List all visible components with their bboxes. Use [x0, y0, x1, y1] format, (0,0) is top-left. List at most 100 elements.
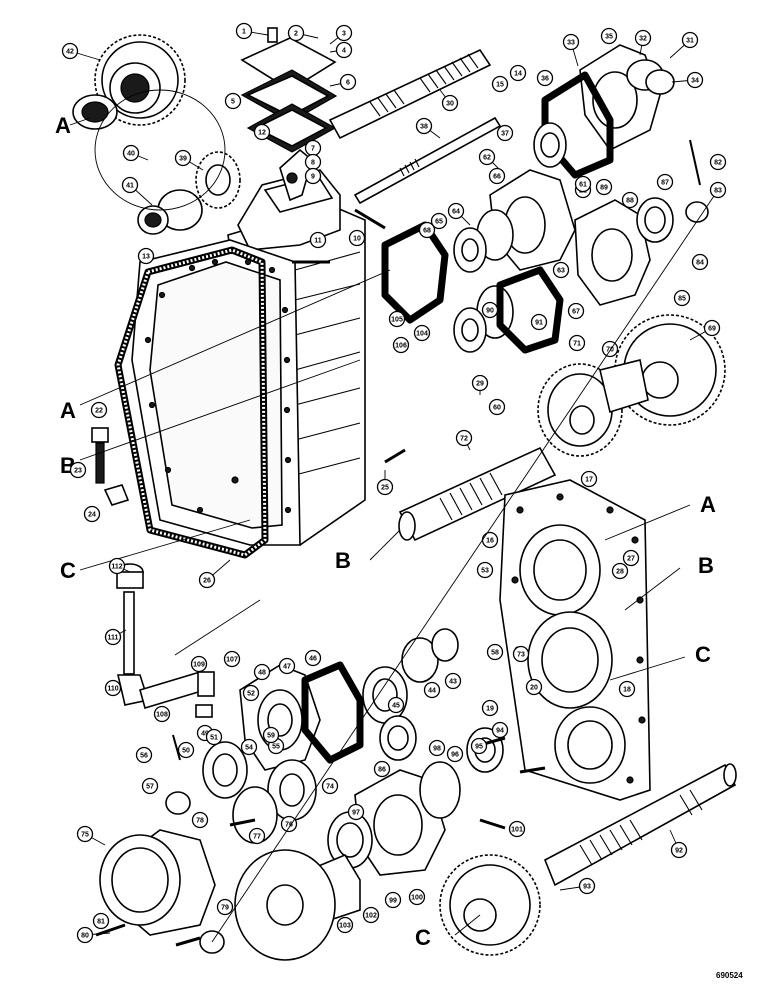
figure-number: 690524: [716, 971, 743, 980]
callout-number: 105: [391, 317, 403, 324]
callout-57: 57: [141, 777, 159, 795]
callout-number: 95: [475, 744, 483, 751]
callout-12: 12: [253, 123, 271, 141]
seal-98: [327, 811, 373, 869]
callout-circle: [104, 628, 122, 646]
callout-number: 9: [311, 174, 315, 181]
callout-number: 67: [572, 309, 580, 316]
callout-number: 88: [626, 198, 634, 205]
callout-number: 59: [267, 733, 275, 740]
bearing-41: [137, 189, 203, 235]
drain-plug-22-24: [91, 427, 130, 506]
callout-63: 63: [552, 261, 570, 279]
callout-number: 8: [311, 160, 315, 167]
callout-109: 109: [190, 655, 208, 673]
callout-circle: [384, 891, 402, 909]
callout-number: 18: [623, 687, 631, 694]
callout-number: 106: [395, 343, 407, 350]
callout-29: 29: [471, 374, 489, 395]
callout-number: 81: [97, 919, 105, 926]
callout-circle: [153, 705, 171, 723]
callout-number: 50: [182, 748, 190, 755]
callout-24: 24: [83, 505, 101, 523]
callout-26: 26: [198, 559, 231, 589]
callout-number: 3: [342, 31, 346, 38]
bearing-40: [72, 94, 118, 130]
reference-letter: C: [60, 558, 76, 583]
callout-52: 52: [242, 684, 260, 702]
callout-25: 25: [376, 470, 394, 496]
callout-number: 80: [81, 933, 89, 940]
callout-46: 46: [304, 649, 322, 667]
shift-rod-36: [353, 116, 502, 205]
callout-number: 45: [392, 703, 400, 710]
callout-circle: [552, 261, 570, 279]
retainer-96-97: [354, 761, 461, 876]
callout-circle: [595, 178, 613, 196]
callout-circle: [525, 678, 543, 696]
callout-circle: [235, 22, 253, 40]
callout-30: 30: [439, 89, 459, 112]
callout-86: 86: [373, 760, 391, 778]
callout-circle: [90, 401, 108, 419]
callout-88: 88: [621, 191, 639, 209]
callout-circle: [121, 176, 139, 194]
callout-number: 31: [686, 38, 694, 45]
callout-112: 112: [108, 557, 131, 575]
gear-93: [439, 854, 541, 956]
callout-number: 69: [708, 326, 716, 333]
callout-circle: [481, 301, 499, 319]
callout-circle: [83, 505, 101, 523]
callout-circle: [574, 175, 592, 193]
callout-64: 64: [447, 202, 471, 226]
callout-number: 20: [530, 685, 538, 692]
callout-circle: [135, 746, 153, 764]
callout-45: 45: [387, 696, 405, 714]
callout-number: 42: [66, 49, 74, 56]
callout-circle: [686, 71, 704, 89]
callout-number: 112: [111, 564, 122, 571]
callout-53: 53: [476, 561, 494, 579]
callout-number: 22: [95, 408, 103, 415]
callout-circle: [362, 906, 380, 924]
callout-circle: [481, 699, 499, 717]
callout-circle: [287, 24, 305, 42]
callout-circle: [496, 124, 514, 142]
callout-number: 94: [496, 728, 504, 735]
callout-number: 64: [452, 209, 460, 216]
callout-22: 22: [90, 401, 108, 419]
callout-number: 63: [557, 268, 565, 275]
callout-number: 92: [675, 848, 683, 855]
callout-number: 108: [156, 712, 168, 719]
callout-circle: [673, 289, 691, 307]
callout-number: 62: [483, 155, 491, 162]
callout-circle: [242, 684, 260, 702]
callout-circle: [177, 741, 195, 759]
callout-number: 68: [423, 228, 431, 235]
callout-80: 80: [76, 926, 111, 944]
callout-circle: [108, 557, 126, 575]
callout-104: 104: [413, 324, 431, 342]
callout-71: 71: [568, 334, 586, 352]
callout-number: 24: [88, 512, 96, 519]
breather-1: [267, 27, 278, 43]
callout-circle: [387, 696, 405, 714]
callout-circle: [76, 926, 94, 944]
gasket-68: [381, 221, 449, 324]
callout-23: 23: [69, 461, 87, 479]
callout-circle: [388, 310, 406, 328]
callout-circle: [223, 650, 241, 668]
callout-number: 27: [627, 556, 635, 563]
callout-107: 107: [223, 650, 241, 668]
callout-68: 68: [418, 221, 436, 239]
callout-92: 92: [669, 829, 688, 859]
callout-number: 49: [201, 731, 209, 738]
callout-circle: [486, 643, 504, 661]
callout-91: 91: [530, 313, 548, 331]
callout-111: 111: [104, 628, 127, 646]
retainer-88: [574, 199, 651, 306]
callout-number: 1: [242, 29, 246, 36]
callout-number: 43: [449, 679, 457, 686]
callout-circle: [508, 820, 526, 838]
